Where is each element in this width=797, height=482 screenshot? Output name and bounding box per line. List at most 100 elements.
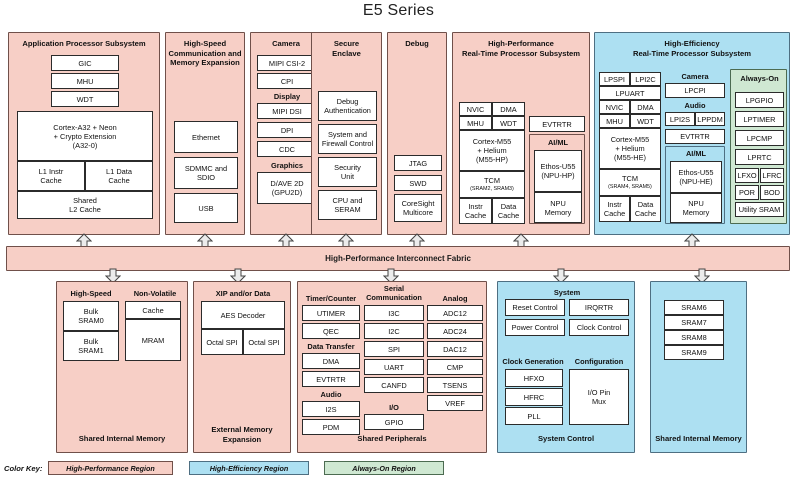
block-lpi2s[interactable]: LPI2S bbox=[665, 112, 695, 126]
block-ethos-u55-hp[interactable]: Ethos-U55 (NPU-HP) bbox=[534, 150, 582, 192]
block-tsens[interactable]: TSENS bbox=[427, 377, 483, 393]
block-shared-l2-cache[interactable]: Shared L2 Cache bbox=[17, 191, 153, 219]
block-gpio[interactable]: GPIO bbox=[364, 414, 424, 430]
block-qec[interactable]: QEC bbox=[302, 323, 360, 339]
block-lptimer[interactable]: LPTIMER bbox=[735, 111, 784, 127]
block-npu-memory-hp[interactable]: NPU Memory bbox=[534, 192, 582, 223]
panel-high-speed-communication[interactable]: High-Speed Communication and Memory Expa… bbox=[165, 32, 245, 235]
block-cpu-and-seram[interactable]: CPU and SERAM bbox=[318, 190, 377, 220]
panel-secure-enclave[interactable]: Secure Enclave Debug Authentication Syst… bbox=[311, 32, 382, 235]
block-system-firewall-control[interactable]: System and Firewall Control bbox=[318, 124, 377, 154]
block-l1-data-cache[interactable]: L1 Data Cache bbox=[85, 161, 153, 191]
block-usb[interactable]: USB bbox=[174, 193, 238, 223]
block-spi[interactable]: SPI bbox=[364, 341, 424, 357]
interconnect-fabric[interactable]: High-Performance Interconnect Fabric bbox=[6, 246, 790, 271]
panel-shared-internal-memory-left[interactable]: High-Speed Non-Volatile Bulk SRAM0 Bulk … bbox=[56, 281, 188, 453]
block-bulk-sram0[interactable]: Bulk SRAM0 bbox=[63, 301, 119, 331]
block-i3c[interactable]: I3C bbox=[364, 305, 424, 321]
block-sdmmc-sdio[interactable]: SDMMC and SDIO bbox=[174, 157, 238, 189]
panel-high-performance-realtime-subsystem[interactable]: High-Performance Real-Time Processor Sub… bbox=[452, 32, 590, 235]
block-lfrc[interactable]: LFRC bbox=[760, 168, 784, 183]
block-mipi-dsi[interactable]: MIPI DSI bbox=[257, 103, 317, 119]
block-por[interactable]: POR bbox=[735, 185, 759, 200]
group-always-on[interactable]: Always-On LPGPIO LPTIMER LPCMP LPRTC LFX… bbox=[730, 69, 787, 224]
block-cpi[interactable]: CPI bbox=[257, 73, 317, 89]
block-nvic[interactable]: NVIC bbox=[459, 102, 492, 116]
block-coresight-multicore[interactable]: CoreSight Multicore bbox=[394, 194, 442, 222]
panel-application-processor-subsystem[interactable]: Application Processor Subsystem GIC MHU … bbox=[8, 32, 160, 235]
block-dpi[interactable]: DPI bbox=[257, 122, 317, 138]
block-dma[interactable]: DMA bbox=[302, 353, 360, 369]
panel-debug[interactable]: Debug JTAG SWD CoreSight Multicore bbox=[387, 32, 447, 235]
block-power-control[interactable]: Power Control bbox=[505, 319, 565, 336]
panel-high-efficiency-realtime-subsystem[interactable]: High-Efficiency Real-Time Processor Subs… bbox=[594, 32, 790, 235]
block-l1-instr-cache[interactable]: L1 Instr Cache bbox=[17, 161, 85, 191]
block-cmp[interactable]: CMP bbox=[427, 359, 483, 375]
block-wdt[interactable]: WDT bbox=[51, 91, 119, 107]
block-aes-decoder[interactable]: AES Decoder bbox=[201, 301, 285, 329]
block-lpgpio[interactable]: LPGPIO bbox=[735, 92, 784, 108]
block-irqrtr[interactable]: IRQRTR bbox=[569, 299, 629, 316]
block-clock-control[interactable]: Clock Control bbox=[569, 319, 629, 336]
block-tcm[interactable]: TCM (SRAM2, SRAM3) bbox=[459, 171, 525, 198]
block-jtag[interactable]: JTAG bbox=[394, 155, 442, 171]
block-evtrtr[interactable]: EVTRTR bbox=[302, 371, 360, 387]
block-reset-control[interactable]: Reset Control bbox=[505, 299, 565, 316]
block-hfxo[interactable]: HFXO bbox=[505, 369, 563, 387]
block-instr-cache[interactable]: Instr Cache bbox=[459, 198, 492, 224]
block-lpcmp[interactable]: LPCMP bbox=[735, 130, 784, 146]
block-security-unit[interactable]: Security Unit bbox=[318, 157, 377, 187]
block-wdt[interactable]: WDT bbox=[492, 116, 525, 130]
block-lpi2c[interactable]: LPI2C bbox=[630, 72, 661, 86]
block-octal-spi-2[interactable]: Octal SPI bbox=[243, 329, 285, 355]
block-cache[interactable]: Cache bbox=[125, 301, 181, 319]
block-instr-cache[interactable]: Instr Cache bbox=[599, 196, 630, 222]
block-dac12[interactable]: DAC12 bbox=[427, 341, 483, 357]
block-utility-sram[interactable]: Utility SRAM bbox=[735, 202, 784, 217]
block-sram9[interactable]: SRAM9 bbox=[664, 345, 724, 360]
block-tcm[interactable]: TCM (SRAM4, SRAM5) bbox=[599, 169, 661, 196]
block-nvic[interactable]: NVIC bbox=[599, 100, 630, 114]
block-i2s[interactable]: I2S bbox=[302, 401, 360, 417]
block-bulk-sram1[interactable]: Bulk SRAM1 bbox=[63, 331, 119, 361]
block-swd[interactable]: SWD bbox=[394, 175, 442, 191]
block-uart[interactable]: UART bbox=[364, 359, 424, 375]
block-cortex-m55-hp[interactable]: Cortex-M55 + Helium (M55-HP) bbox=[459, 130, 525, 171]
block-canfd[interactable]: CANFD bbox=[364, 377, 424, 393]
block-mram[interactable]: MRAM bbox=[125, 319, 181, 361]
block-mhu[interactable]: MHU bbox=[51, 73, 119, 89]
block-wdt[interactable]: WDT bbox=[630, 114, 661, 128]
panel-external-memory-expansion[interactable]: XIP and/or Data AES Decoder Octal SPI Oc… bbox=[193, 281, 291, 453]
block-adc12[interactable]: ADC12 bbox=[427, 305, 483, 321]
block-gic[interactable]: GIC bbox=[51, 55, 119, 71]
block-cdc[interactable]: CDC bbox=[257, 141, 317, 157]
block-lprtc[interactable]: LPRTC bbox=[735, 149, 784, 165]
block-utimer[interactable]: UTIMER bbox=[302, 305, 360, 321]
block-dma[interactable]: DMA bbox=[630, 100, 661, 114]
block-bod[interactable]: BOD bbox=[760, 185, 784, 200]
block-ethernet[interactable]: Ethernet bbox=[174, 121, 238, 153]
block-pll[interactable]: PLL bbox=[505, 407, 563, 425]
block-mhu[interactable]: MHU bbox=[599, 114, 630, 128]
panel-shared-internal-memory-right[interactable]: SRAM6 SRAM7 SRAM8 SRAM9 Shared Internal … bbox=[650, 281, 747, 453]
block-hfrc[interactable]: HFRC bbox=[505, 388, 563, 406]
block-sram7[interactable]: SRAM7 bbox=[664, 315, 724, 330]
block-lpuart[interactable]: LPUART bbox=[599, 86, 661, 100]
block-dma[interactable]: DMA bbox=[492, 102, 525, 116]
block-octal-spi-1[interactable]: Octal SPI bbox=[201, 329, 243, 355]
group-aiml-hp[interactable]: AI/ML Ethos-U55 (NPU-HP) NPU Memory bbox=[529, 134, 585, 224]
block-data-cache[interactable]: Data Cache bbox=[630, 196, 661, 222]
block-sram6[interactable]: SRAM6 bbox=[664, 300, 724, 315]
panel-system-control[interactable]: System Reset Control IRQRTR Power Contro… bbox=[497, 281, 635, 453]
group-aiml-he[interactable]: AI/ML Ethos-U55 (NPU-HE) NPU Memory bbox=[665, 146, 725, 224]
block-i2c[interactable]: I2C bbox=[364, 323, 424, 339]
block-evtrtr[interactable]: EVTRTR bbox=[529, 116, 585, 132]
block-sram8[interactable]: SRAM8 bbox=[664, 330, 724, 345]
block-lpspi[interactable]: LPSPI bbox=[599, 72, 630, 86]
block-dave-2d[interactable]: D/AVE 2D (GPU2D) bbox=[257, 172, 317, 204]
block-vref[interactable]: VREF bbox=[427, 395, 483, 411]
block-lfxo[interactable]: LFXO bbox=[735, 168, 759, 183]
panel-camera[interactable]: Camera MIPI CSI-2 CPI Display MIPI DSI D… bbox=[250, 32, 322, 235]
block-debug-authentication[interactable]: Debug Authentication bbox=[318, 91, 377, 121]
block-pdm[interactable]: PDM bbox=[302, 419, 360, 435]
